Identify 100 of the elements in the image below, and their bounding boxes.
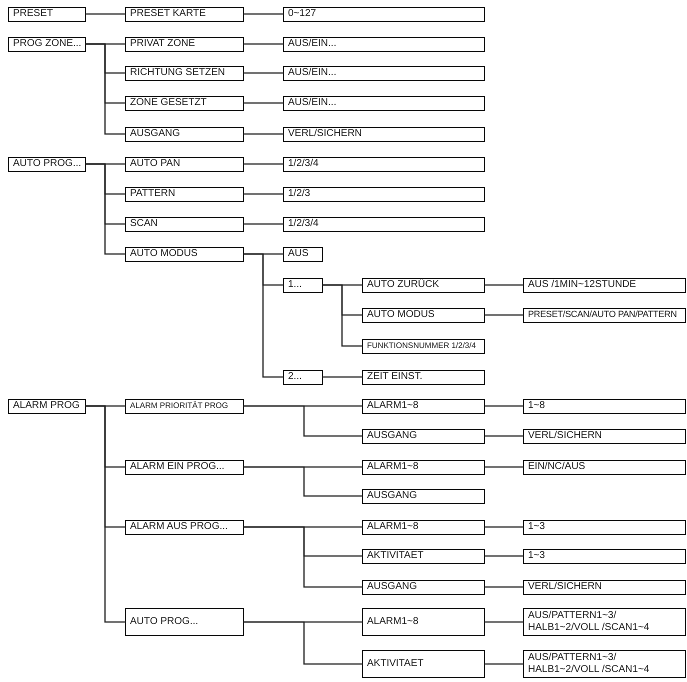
menu-label: AUSGANG xyxy=(367,430,418,442)
connector-line xyxy=(485,621,523,623)
connector-line xyxy=(86,163,125,255)
menu-box xyxy=(283,216,485,232)
menu-box xyxy=(283,370,323,384)
menu-box xyxy=(125,520,244,534)
menu-label: ALARM1~8 xyxy=(367,520,418,534)
menu-label: AKTIVITAET xyxy=(367,658,424,670)
menu-label: ZEIT EINST. xyxy=(367,370,422,384)
menu-label: FUNKTIONSNUMMER 1/2/3/4 xyxy=(367,341,476,351)
connector-line xyxy=(323,376,362,378)
connector-line xyxy=(86,405,125,623)
menu-box xyxy=(362,398,485,414)
connector-line xyxy=(244,405,362,437)
menu-box xyxy=(523,650,686,678)
menu-label: AUTO PROG... xyxy=(130,616,198,628)
menu-box xyxy=(125,6,244,22)
menu-box xyxy=(523,580,686,594)
menu-box xyxy=(125,216,244,232)
menu-label: AUTO PAN xyxy=(130,158,180,170)
menu-label: ALARM PROG xyxy=(13,400,80,412)
menu-box xyxy=(523,520,686,534)
menu-label: AUTO ZURÜCK xyxy=(367,278,440,292)
connector-line xyxy=(244,13,283,15)
menu-box xyxy=(362,370,485,384)
menu-box xyxy=(283,156,485,172)
menu-box xyxy=(362,580,485,594)
connector-line xyxy=(485,405,523,407)
menu-box xyxy=(283,96,485,110)
menu-label: 1~3 xyxy=(528,520,545,534)
menu-label: AUS/PATTERN1~3/ HALB1~2/VOLL /SCAN1~4 xyxy=(528,610,650,634)
connector-line xyxy=(244,526,362,588)
menu-label: 1~8 xyxy=(528,400,545,412)
menu-label: VERL/SICHERN xyxy=(528,580,602,594)
menu-label: AUS xyxy=(288,248,309,260)
menu-box xyxy=(523,278,686,292)
menu-label: 1/2/3 xyxy=(288,188,310,200)
menu-box xyxy=(125,608,244,636)
connector-line xyxy=(485,526,523,528)
menu-box xyxy=(362,460,485,474)
menu-label: PRESET/SCAN/AUTO PAN/PATTERN xyxy=(528,309,677,321)
menu-label: AUTO MODUS xyxy=(367,308,435,322)
connector-line xyxy=(244,72,283,74)
menu-label: 1... xyxy=(288,278,302,292)
menu-label: 0~127 xyxy=(288,8,316,20)
connector-line xyxy=(244,621,362,665)
menu-box xyxy=(362,548,485,564)
menu-box xyxy=(125,36,244,52)
menu-label: ALARM AUS PROG... xyxy=(130,520,228,534)
menu-box xyxy=(125,96,244,110)
connector-line xyxy=(244,133,283,135)
menu-label: AUSGANG xyxy=(367,490,418,502)
menu-box xyxy=(8,36,86,52)
connector-line xyxy=(485,586,523,588)
menu-box xyxy=(125,66,244,80)
menu-label: ALARM1~8 xyxy=(367,460,418,474)
menu-box xyxy=(523,548,686,564)
menu-box xyxy=(283,278,323,292)
menu-box xyxy=(125,460,244,474)
menu-label: 2... xyxy=(288,370,302,384)
connector-line xyxy=(244,466,362,497)
menu-box xyxy=(362,608,485,636)
connector-line xyxy=(244,223,283,225)
menu-label: ZONE GESETZT xyxy=(130,96,207,110)
menu-label: 1/2/3/4 xyxy=(288,218,319,230)
menu-box xyxy=(283,6,485,22)
menu-box xyxy=(125,156,244,172)
menu-label: AUTO MODUS xyxy=(130,248,198,260)
menu-box xyxy=(8,156,86,172)
menu-label: AUS /1MIN~12STUNDE xyxy=(528,278,636,292)
menu-label: AUSGANG xyxy=(130,128,180,140)
menu-box xyxy=(125,246,244,262)
menu-box xyxy=(125,126,244,142)
menu-box xyxy=(362,308,485,322)
menu-label: AUS/EIN... xyxy=(288,66,336,80)
menu-box xyxy=(125,398,244,414)
menu-label: PRIVAT ZONE xyxy=(130,38,196,50)
menu-box xyxy=(283,36,485,52)
menu-label: VERL/SICHERN xyxy=(528,430,602,442)
menu-label: VERL/SICHERN xyxy=(288,128,362,140)
menu-box xyxy=(362,278,485,292)
menu-label: 1/2/3/4 xyxy=(288,158,319,170)
connector-line xyxy=(86,43,125,135)
menu-label: AUTO PROG... xyxy=(13,158,82,170)
menu-label: AUSGANG xyxy=(367,580,418,594)
connector-line xyxy=(323,284,362,347)
menu-box xyxy=(523,428,686,444)
menu-label: SCAN xyxy=(130,218,158,230)
menu-box xyxy=(8,398,86,414)
menu-label: ALARM EIN PROG... xyxy=(130,460,224,474)
menu-label: EIN/NC/AUS xyxy=(528,460,586,474)
menu-box xyxy=(283,186,485,202)
connector-line xyxy=(244,193,283,195)
menu-box xyxy=(523,460,686,474)
menu-box xyxy=(362,520,485,534)
menu-box xyxy=(283,66,485,80)
menu-label: PATTERN xyxy=(130,188,176,200)
menu-label: PRESET xyxy=(13,8,54,20)
connector-line xyxy=(86,13,125,15)
menu-label: AUS/EIN... xyxy=(288,96,336,110)
